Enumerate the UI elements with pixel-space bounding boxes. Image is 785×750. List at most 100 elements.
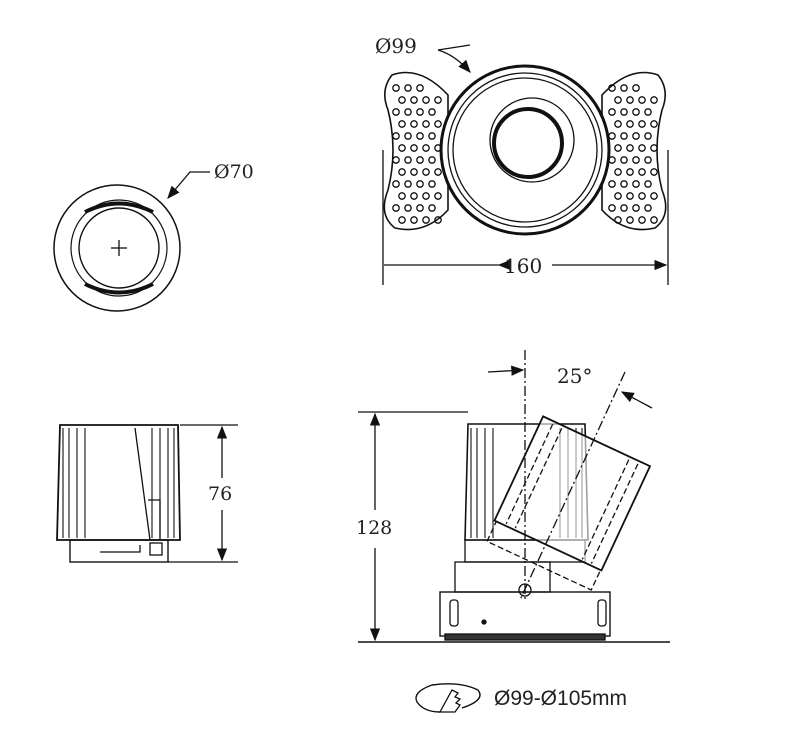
front-view xyxy=(53,171,210,312)
wing-dot xyxy=(404,156,412,164)
wing-dot xyxy=(410,168,418,176)
wing-dot xyxy=(614,192,622,200)
wing-dot xyxy=(422,120,430,128)
wing-dot xyxy=(416,156,424,164)
wing-dot xyxy=(428,204,436,212)
wing-dot xyxy=(434,120,442,128)
front-diameter-label: Ø70 xyxy=(214,161,254,183)
wing-dot xyxy=(650,120,658,128)
wing-dot xyxy=(392,108,400,116)
wing-dot xyxy=(404,84,412,92)
wing-dot xyxy=(620,108,628,116)
wing-dot xyxy=(434,96,442,104)
wing-dot xyxy=(416,108,424,116)
left-wing-dots xyxy=(392,84,442,224)
wing-dot xyxy=(650,192,658,200)
left-spring-wing xyxy=(383,71,449,231)
wing-dot xyxy=(608,108,616,116)
wing-dot xyxy=(644,156,652,164)
wing-dot xyxy=(434,216,442,224)
wing-dot xyxy=(398,144,406,152)
lens-inner xyxy=(492,107,564,179)
wing-dot xyxy=(614,96,622,104)
wing-dot xyxy=(404,204,412,212)
wing-dot xyxy=(650,96,658,104)
wing-dot xyxy=(416,132,424,140)
wing-dot xyxy=(398,216,406,224)
wing-dot xyxy=(632,108,640,116)
wing-dot xyxy=(608,84,616,92)
wing-dot xyxy=(422,96,430,104)
wing-dot xyxy=(638,192,646,200)
wing-dot xyxy=(650,168,658,176)
wing-dot xyxy=(404,180,412,188)
wing-dot xyxy=(626,216,634,224)
cutout-label: Ø99-Ø105mm xyxy=(494,687,628,710)
wing-dot xyxy=(608,180,616,188)
wing-dot xyxy=(392,180,400,188)
wing-dot xyxy=(410,216,418,224)
wing-dot xyxy=(632,204,640,212)
wing-dot xyxy=(638,144,646,152)
wing-dot xyxy=(644,108,652,116)
wing-dot xyxy=(410,192,418,200)
wing-dot xyxy=(416,204,424,212)
wing-dot xyxy=(608,132,616,140)
saw-cutout-icon xyxy=(415,683,481,713)
wing-dot xyxy=(434,168,442,176)
wing-dot xyxy=(620,156,628,164)
wing-dot xyxy=(410,144,418,152)
wing-dot xyxy=(608,204,616,212)
height-128-label: 128 xyxy=(356,517,393,539)
wing-dot xyxy=(614,120,622,128)
wing-dot xyxy=(614,144,622,152)
wing-dot xyxy=(398,96,406,104)
wing-dot xyxy=(428,156,436,164)
outer-trim-ring xyxy=(439,64,611,236)
tilt-angle-label: 25° xyxy=(557,364,593,388)
wing-dot xyxy=(620,84,628,92)
lens-outer xyxy=(489,97,575,183)
wing-dot xyxy=(404,108,412,116)
wing-dot xyxy=(626,120,634,128)
wing-dot xyxy=(422,168,430,176)
wing-dot xyxy=(428,132,436,140)
wing-dot xyxy=(632,132,640,140)
wing-dot xyxy=(620,180,628,188)
wing-dot xyxy=(626,96,634,104)
wing-dot xyxy=(434,192,442,200)
wing-dot xyxy=(422,192,430,200)
wing-dot xyxy=(632,156,640,164)
wing-dot xyxy=(416,180,424,188)
wing-dot xyxy=(416,84,424,92)
wing-dot xyxy=(620,204,628,212)
tilt-view xyxy=(358,350,670,643)
wing-dot xyxy=(626,168,634,176)
wing-dot xyxy=(392,132,400,140)
wing-dot xyxy=(398,168,406,176)
wing-dot xyxy=(638,168,646,176)
top-diameter-label: Ø99 xyxy=(375,34,417,58)
wing-dot xyxy=(404,132,412,140)
wing-dot xyxy=(632,180,640,188)
wing-dot xyxy=(638,96,646,104)
wing-dot xyxy=(398,192,406,200)
wing-dot xyxy=(422,144,430,152)
wing-dot xyxy=(644,132,652,140)
wing-dot xyxy=(638,216,646,224)
wing-dot xyxy=(632,84,640,92)
wing-dot xyxy=(392,204,400,212)
wing-dot xyxy=(614,168,622,176)
wing-dot xyxy=(644,180,652,188)
wing-dot xyxy=(410,96,418,104)
wing-dot xyxy=(614,216,622,224)
wing-dot xyxy=(428,108,436,116)
wing-dot xyxy=(650,216,658,224)
wing-dot xyxy=(392,156,400,164)
width-label: 160 xyxy=(504,254,543,278)
right-wing-dots xyxy=(608,84,658,224)
wing-dot xyxy=(638,120,646,128)
wing-dot xyxy=(422,216,430,224)
